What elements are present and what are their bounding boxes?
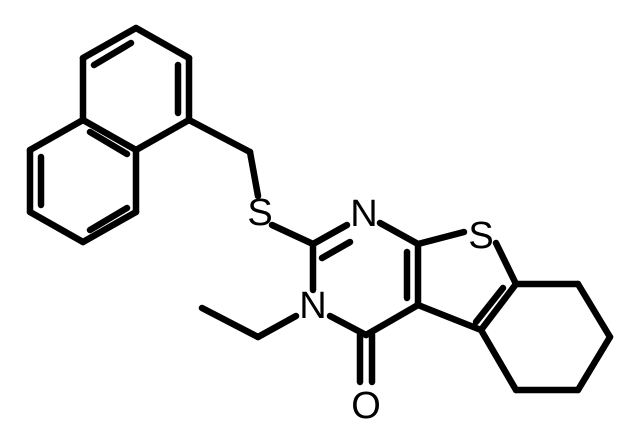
atom-label-nitrogen-ethyl: N	[299, 285, 326, 327]
atom-label-sulfur-thiophene: S	[468, 215, 493, 257]
bond	[492, 239, 520, 288]
bond	[414, 301, 485, 334]
bond	[376, 219, 422, 248]
bond	[574, 333, 614, 394]
bond	[414, 228, 468, 248]
bond	[246, 148, 262, 200]
atom-labels: S N S N O	[247, 192, 493, 427]
bond	[132, 116, 193, 154]
atom-label-nitrogen-top: N	[350, 193, 377, 235]
bond-inner	[472, 284, 507, 326]
bond	[362, 301, 422, 339]
bond-inner	[90, 39, 135, 69]
bond	[254, 312, 300, 341]
pyrimidinone-ring	[309, 219, 422, 339]
bond	[26, 208, 87, 246]
bond	[477, 326, 520, 394]
bond-inner	[86, 204, 131, 234]
bond-inner	[86, 128, 131, 158]
bond	[79, 24, 140, 62]
bond	[132, 24, 193, 62]
naphthalene-ring-left	[26, 116, 140, 246]
bond	[574, 280, 614, 341]
bond	[268, 221, 317, 248]
bond	[309, 221, 351, 248]
atom-label-oxygen-carbonyl: O	[351, 385, 381, 427]
thiophene-ring	[414, 228, 520, 334]
ethyl-group	[198, 304, 300, 341]
bond	[79, 116, 140, 154]
carbonyl-group	[356, 331, 376, 386]
bond	[185, 116, 254, 156]
bond	[198, 304, 262, 341]
methylene-thioether-linker	[185, 116, 317, 248]
bond	[79, 208, 140, 246]
bond	[477, 280, 520, 334]
naphthalene-ring-right	[79, 24, 193, 154]
atom-label-sulfur-thioether: S	[247, 192, 272, 234]
bond-inner	[318, 238, 354, 262]
cyclohexene-ring	[477, 280, 614, 394]
bond	[26, 116, 87, 154]
